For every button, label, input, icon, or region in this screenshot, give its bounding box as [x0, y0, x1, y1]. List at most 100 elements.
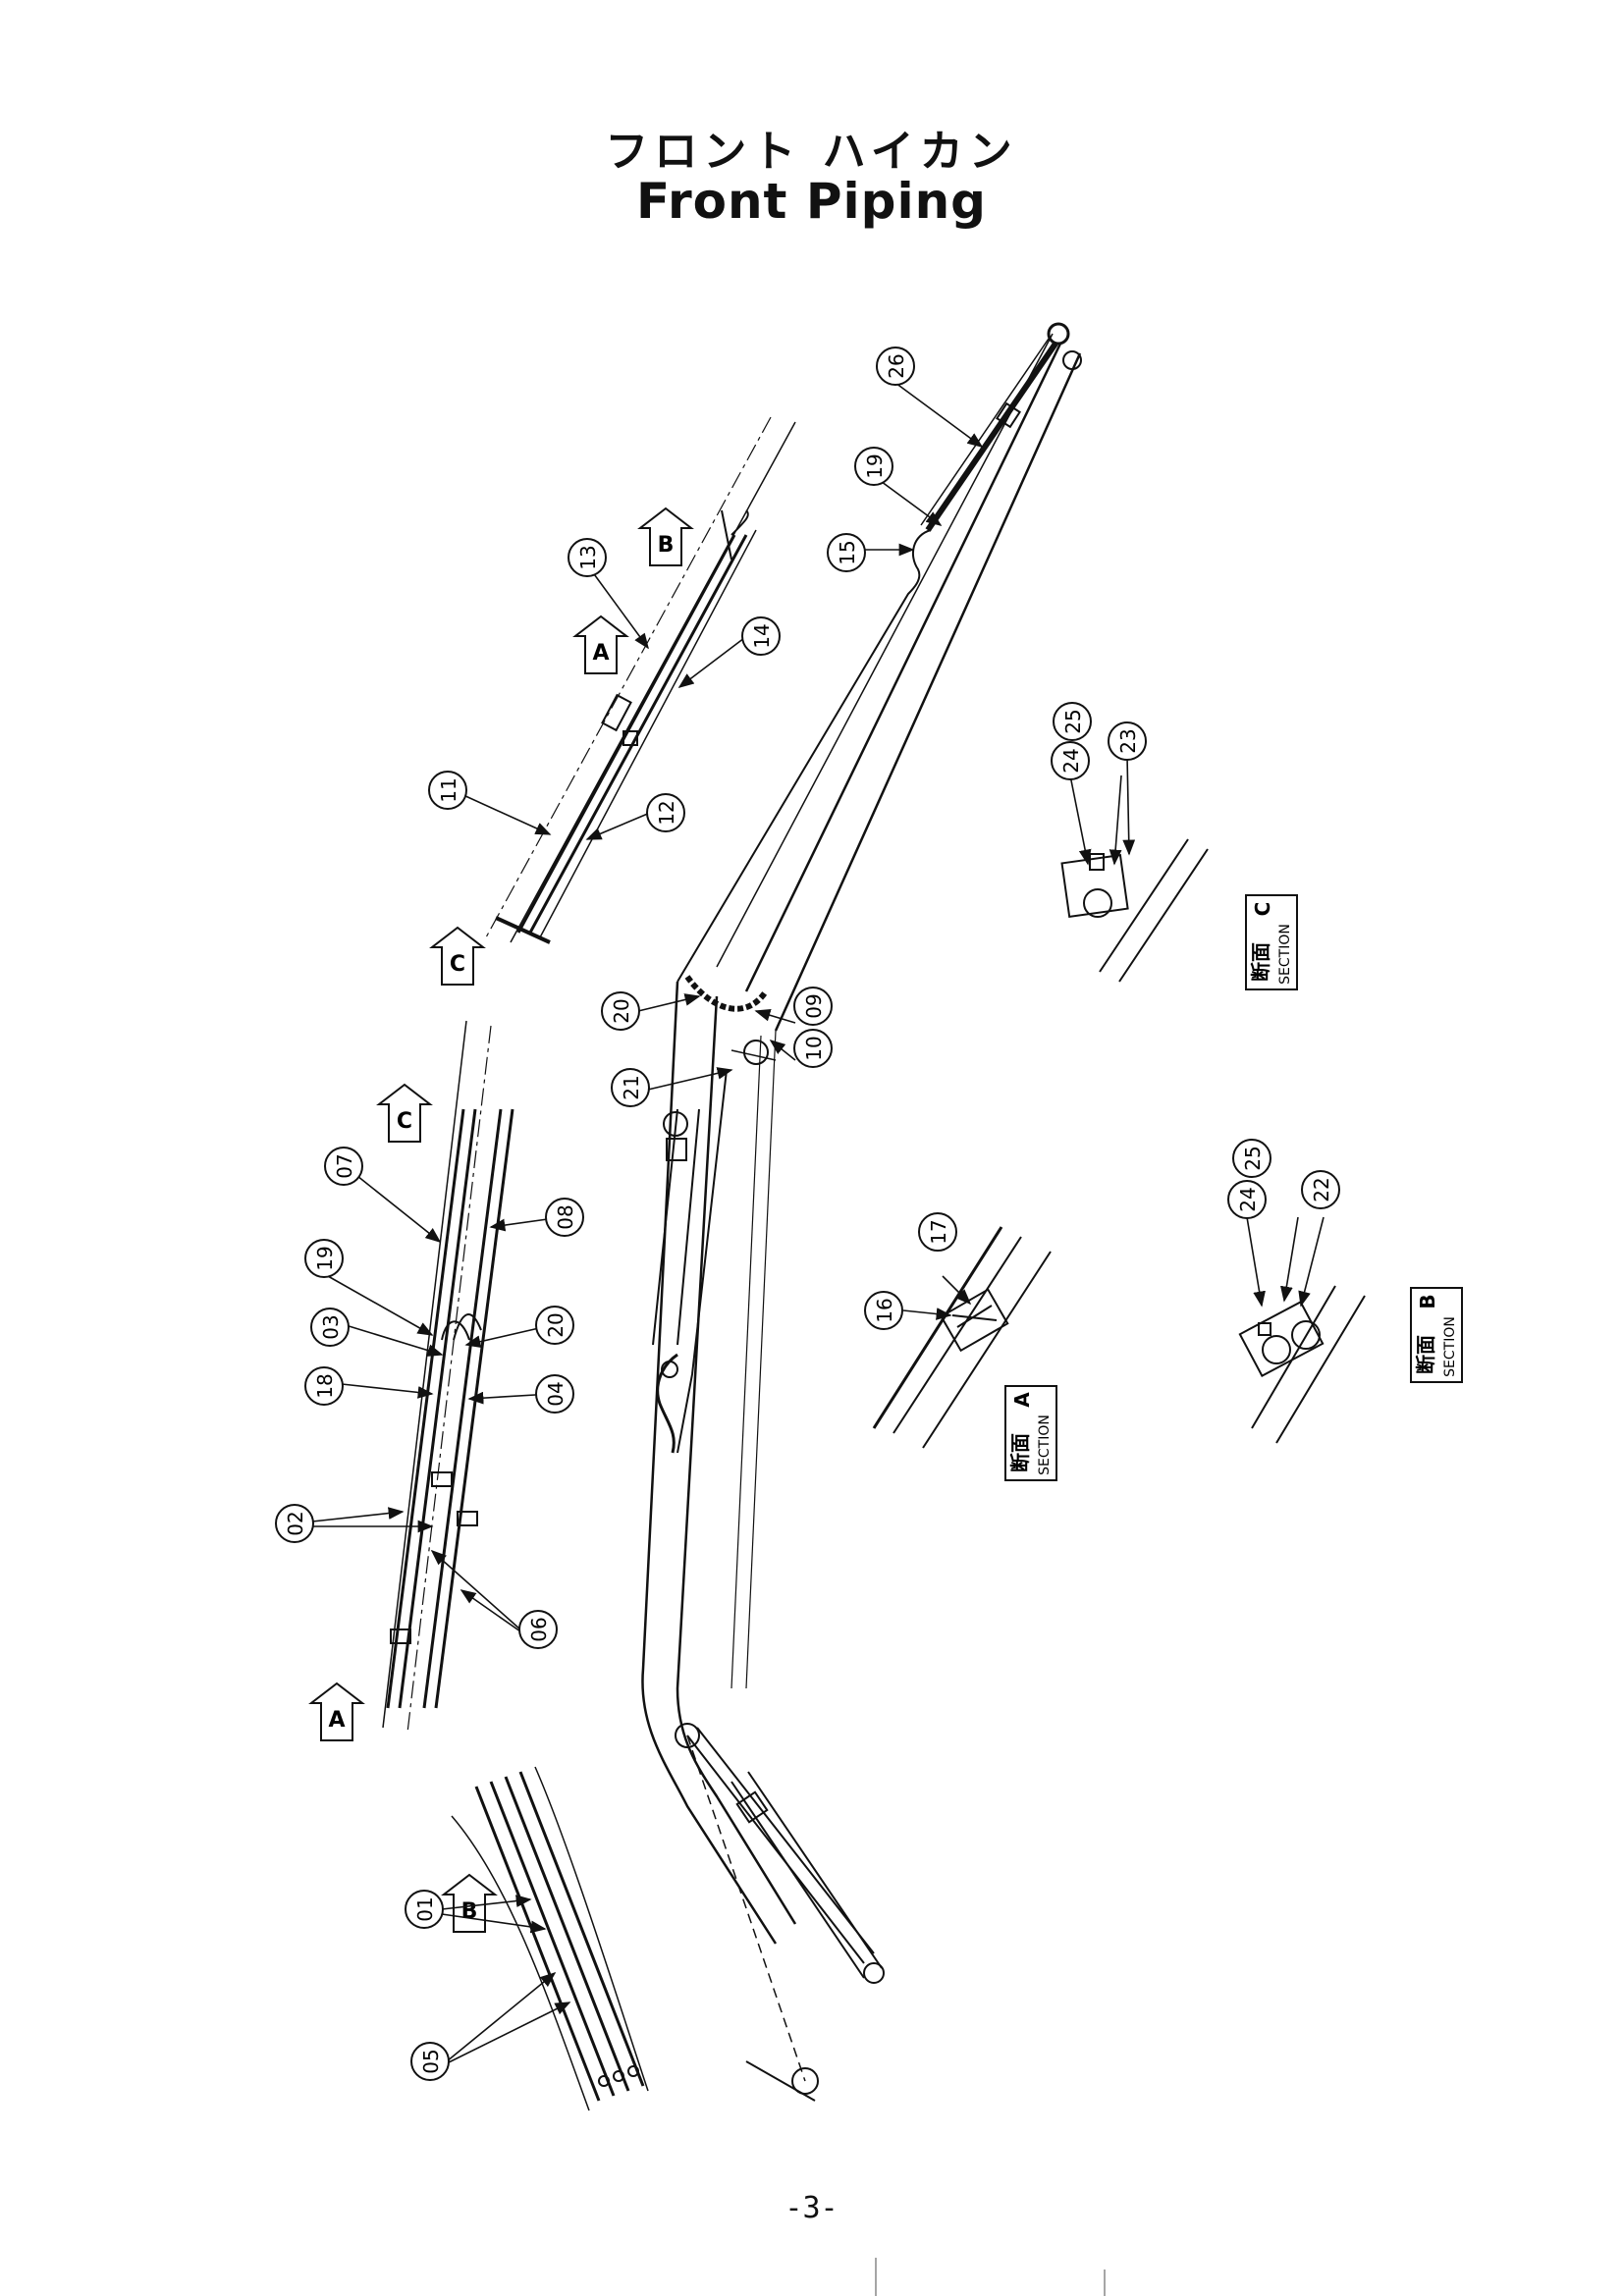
section-c-detail: [1060, 838, 1209, 983]
balloon-21: 21: [611, 1068, 650, 1107]
svg-text:10: 10: [802, 1036, 826, 1060]
section-en: SECTION: [1442, 1316, 1458, 1377]
svg-text:16: 16: [873, 1298, 896, 1322]
svg-text:18: 18: [313, 1373, 337, 1398]
view-arrow-label: C: [397, 1109, 412, 1134]
balloon-14: 14: [741, 616, 781, 656]
svg-text:22: 22: [1310, 1177, 1333, 1201]
section-label-a: 断面 SECTION A: [1004, 1385, 1057, 1481]
section-a-detail: [872, 1226, 1052, 1449]
view-arrow-label: A: [592, 641, 609, 666]
svg-text:06: 06: [527, 1617, 551, 1641]
section-letter: C: [1251, 902, 1274, 917]
svg-text:25: 25: [1061, 709, 1085, 733]
view-arrow-a-top: A: [572, 614, 629, 674]
section-label-c: 断面 SECTION C: [1245, 894, 1298, 990]
svg-text:14: 14: [750, 623, 774, 648]
page-number: -3-: [784, 2191, 839, 2225]
view-arrow-c-top: C: [429, 926, 486, 986]
balloon-07: 07: [324, 1147, 363, 1186]
balloon-11: 11: [428, 771, 467, 810]
view-arrow-label: A: [328, 1708, 345, 1733]
boom-assembly: [641, 322, 1082, 2102]
balloon-09: 09: [793, 987, 833, 1026]
view-arrow-a-bottom: A: [308, 1682, 365, 1741]
balloon-19: 19: [854, 447, 893, 486]
section-kanji: 断面: [1249, 942, 1272, 982]
title-english: Front Piping: [636, 173, 987, 230]
section-en: SECTION: [1277, 924, 1293, 985]
balloon-18: 18: [304, 1366, 344, 1406]
balloon-13: 13: [568, 538, 607, 577]
view-arrow-c-mid: C: [376, 1083, 433, 1143]
svg-text:03: 03: [319, 1314, 343, 1339]
view-arrow-b-top: B: [637, 507, 694, 566]
svg-text:24: 24: [1236, 1187, 1260, 1211]
svg-text:24: 24: [1059, 748, 1083, 773]
part-balloons: 26 19 15 13 14 11 12 24 25 23 20 09 10 2…: [275, 347, 1340, 2081]
balloon-16: 16: [864, 1291, 903, 1330]
svg-text:26: 26: [885, 353, 908, 378]
section-kanji: 断面: [1414, 1335, 1437, 1374]
detail-boom-piping: [382, 1020, 514, 1734]
svg-text:05: 05: [419, 2049, 443, 2073]
svg-text:20: 20: [544, 1312, 568, 1337]
svg-text:04: 04: [544, 1381, 568, 1406]
svg-text:15: 15: [836, 540, 859, 564]
balloon-10: 10: [793, 1029, 833, 1068]
svg-text:11: 11: [437, 777, 460, 802]
section-label-b: 断面 SECTION B: [1410, 1287, 1463, 1383]
svg-text:01: 01: [413, 1896, 437, 1921]
balloon-20: 20: [601, 991, 640, 1031]
balloon-15: 15: [827, 533, 866, 572]
view-arrow-b-bottom: B: [441, 1873, 498, 1933]
svg-text:07: 07: [333, 1153, 356, 1178]
section-b-detail: [1238, 1285, 1366, 1444]
svg-text:19: 19: [313, 1246, 337, 1270]
balloon-24-b: 24: [1227, 1180, 1267, 1219]
section-letter: A: [1010, 1392, 1034, 1408]
balloon-25: 25: [1053, 702, 1092, 741]
balloon-22: 22: [1301, 1170, 1340, 1209]
section-en: SECTION: [1037, 1415, 1053, 1475]
balloon-02: 02: [275, 1504, 314, 1543]
section-kanji: 断面: [1008, 1433, 1032, 1472]
svg-text:13: 13: [576, 545, 600, 569]
balloon-24: 24: [1051, 741, 1090, 780]
balloon-17: 17: [918, 1212, 957, 1252]
svg-text:12: 12: [655, 800, 678, 825]
view-arrow-label: C: [450, 952, 465, 977]
balloon-12: 12: [646, 793, 685, 832]
svg-text:17: 17: [927, 1219, 950, 1244]
view-arrow-label: B: [658, 533, 675, 558]
svg-text:02: 02: [284, 1511, 307, 1535]
detail-boom-foot-piping: [451, 1766, 649, 2111]
view-arrow-label: B: [461, 1899, 478, 1924]
balloon-19-lower: 19: [304, 1239, 344, 1278]
arm-end-pin: [1047, 322, 1070, 346]
scan-marks: [875, 2258, 1106, 2296]
svg-text:20: 20: [610, 998, 633, 1023]
balloon-01: 01: [405, 1890, 444, 1929]
balloon-05: 05: [410, 2042, 450, 2081]
svg-text:09: 09: [802, 993, 826, 1018]
balloon-25-b: 25: [1232, 1139, 1271, 1178]
section-letter: B: [1416, 1294, 1439, 1308]
balloon-26: 26: [876, 347, 915, 386]
balloon-20-lower: 20: [535, 1306, 574, 1345]
balloon-23: 23: [1108, 721, 1147, 761]
title-japanese: フロント ハイカン: [605, 127, 1018, 177]
balloon-03: 03: [310, 1308, 350, 1347]
svg-text:23: 23: [1116, 728, 1140, 753]
svg-text:21: 21: [620, 1075, 643, 1099]
detail-arm-piping: [485, 416, 796, 944]
svg-text:25: 25: [1241, 1146, 1265, 1170]
balloon-08: 08: [545, 1198, 584, 1237]
leader-lines: [311, 382, 1325, 2064]
balloon-04: 04: [535, 1374, 574, 1414]
svg-text:19: 19: [863, 454, 887, 478]
balloon-06: 06: [518, 1610, 558, 1649]
svg-text:08: 08: [554, 1204, 577, 1229]
